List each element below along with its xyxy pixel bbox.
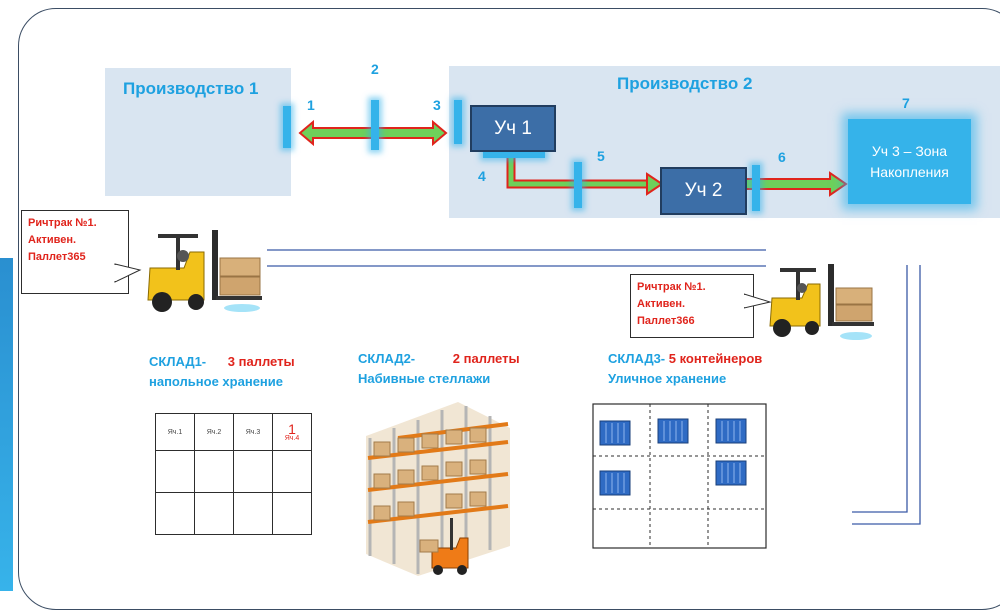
arrow-4-head <box>646 172 664 196</box>
reachtruck-1-callout[interactable]: Ричтрак №1. Активен. Паллет365 <box>21 210 129 294</box>
gate-2 <box>371 100 379 150</box>
arrow-4-line-fill <box>508 150 648 187</box>
reachtruck-1-line3: Паллет365 <box>28 251 86 263</box>
cell-4-count: 1 <box>288 420 296 437</box>
point-7: 7 <box>902 95 910 111</box>
production-1-zone <box>105 68 291 196</box>
container-icon <box>657 418 689 444</box>
reachtruck-1-line1: Ричтрак №1. <box>28 217 97 229</box>
gate-6 <box>752 165 760 211</box>
cell[interactable] <box>272 450 312 493</box>
warehouse-1-grid: Яч.1 Яч.2 Яч.3 1 Яч.4 <box>155 413 312 535</box>
drive-in-rack-icon <box>366 402 510 576</box>
warehouse-1-title: СКЛАД1- 3 паллеты напольное хранение <box>149 352 295 392</box>
reachtruck-1-line2: Активен. <box>28 234 77 246</box>
unit-3-label-line2: Накопления <box>870 163 949 180</box>
point-5: 5 <box>597 148 605 164</box>
warehouse-3-count: 5 контейнеров <box>668 351 763 366</box>
container-icon <box>599 470 631 496</box>
reachtruck-2-line1: Ричтрак №1. <box>637 281 706 293</box>
warehouse-3-subtitle: Уличное хранение <box>608 371 727 386</box>
gate-1 <box>283 106 291 148</box>
forklift-1-icon <box>147 230 262 312</box>
cell-2[interactable]: Яч.2 <box>194 413 234 451</box>
cell-4-label: Яч.4 <box>284 434 300 442</box>
reachtruck-2-line2: Активен. <box>637 298 686 310</box>
production-2-title: Производство 2 <box>617 74 753 93</box>
gate-4 <box>483 150 545 158</box>
gate-5 <box>574 162 582 208</box>
forklift-2-icon <box>769 264 874 340</box>
point-6: 6 <box>778 149 786 165</box>
cell[interactable] <box>194 450 234 493</box>
unit-1[interactable]: Уч 1 <box>470 105 556 152</box>
warehouse-3-title: СКЛАД3- 5 контейнеров Уличное хранение <box>608 349 762 389</box>
container-icon <box>599 420 631 446</box>
production-1-title: Производство 1 <box>123 79 259 98</box>
unit-3-accumulation-zone[interactable]: Уч 3 – Зона Накопления <box>848 119 971 204</box>
warehouse-3-grid <box>592 403 767 549</box>
point-4: 4 <box>478 168 486 184</box>
route-line-3 <box>852 265 908 513</box>
callout-1-pointer <box>113 263 142 283</box>
left-accent-bar <box>0 258 13 591</box>
route-line-4 <box>852 265 921 525</box>
reachtruck-2-callout[interactable]: Ричтрак №1. Активен. Паллет366 <box>630 274 754 338</box>
container-icon <box>715 418 747 444</box>
reachtruck-2-line3: Паллет366 <box>637 315 695 327</box>
unit-3-label-line1: Уч 3 – Зона <box>871 142 948 159</box>
cell[interactable] <box>272 492 312 535</box>
callout-2-pointer <box>744 293 772 309</box>
cell-4[interactable]: 1 Яч.4 <box>272 413 312 451</box>
warehouse-1-name: СКЛАД1- <box>149 354 207 369</box>
warehouse-2-count: 2 паллеты <box>452 351 520 366</box>
warehouse-2-title: СКЛАД2- 2 паллеты Набивные стеллажи <box>358 349 520 389</box>
gate-3 <box>454 100 462 144</box>
flow-arrows <box>267 119 921 525</box>
container-icon <box>715 460 747 486</box>
warehouse-2-subtitle: Набивные стеллажи <box>358 371 491 386</box>
unit-2[interactable]: Уч 2 <box>660 167 747 215</box>
warehouse-1-count: 3 паллеты <box>227 354 295 369</box>
cell-1[interactable]: Яч.1 <box>155 413 195 451</box>
cell-3[interactable]: Яч.3 <box>233 413 273 451</box>
warehouse-3-name: СКЛАД3- <box>608 351 669 366</box>
warehouse-2-name: СКЛАД2- <box>358 351 416 366</box>
cell[interactable] <box>233 450 273 493</box>
cell[interactable] <box>155 450 195 493</box>
warehouse-1-subtitle: напольное хранение <box>149 374 283 389</box>
point-3: 3 <box>433 97 441 113</box>
cell[interactable] <box>233 492 273 535</box>
point-2: 2 <box>371 61 379 77</box>
cell[interactable] <box>155 492 195 535</box>
point-1: 1 <box>307 97 315 113</box>
arrow-6 <box>744 171 848 197</box>
cell[interactable] <box>194 492 234 535</box>
